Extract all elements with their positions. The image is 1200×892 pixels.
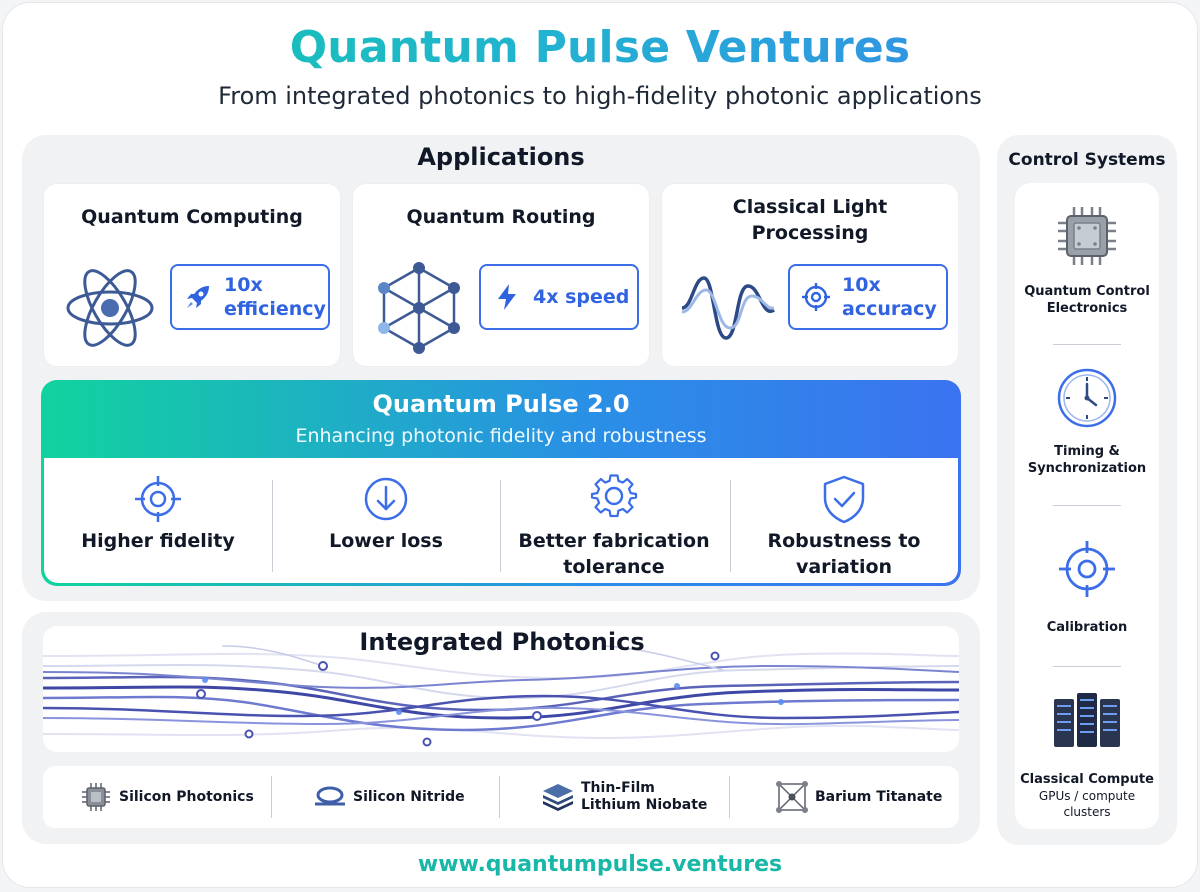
divider: [272, 480, 273, 572]
crosshair-icon: [1059, 541, 1115, 597]
clock-icon: [1057, 368, 1117, 428]
footer-url[interactable]: www.quantumpulse.ventures: [417, 852, 783, 877]
processor-chip-icon: [1058, 207, 1116, 265]
quantum-pulse-title: Quantum Pulse 2.0: [372, 390, 630, 418]
feature-robustness: Robustness to variation: [730, 458, 958, 583]
arrow-down-circle-icon: [364, 477, 408, 521]
chip-icon: [82, 783, 110, 811]
crosshair-icon: [802, 283, 830, 311]
crystal-lattice-icon: [776, 781, 808, 813]
app-card-title: Quantum Computing: [81, 206, 303, 228]
waveguide-illustration: [43, 626, 959, 752]
atom-icon: [66, 269, 154, 347]
feature-label: Higher fidelity: [81, 530, 235, 552]
feature-fabrication-tolerance: Better fabrication tolerance: [500, 458, 728, 583]
divider: [1053, 344, 1121, 345]
waveguide-lines: [43, 645, 959, 747]
control-item-classical-compute: Classical Compute GPUs / compute cluster…: [1015, 693, 1159, 820]
network-graph-icon: [378, 262, 460, 354]
divider: [499, 776, 500, 818]
app-card-title: Quantum Routing: [406, 206, 596, 228]
server-rack-icon: [1054, 693, 1120, 747]
metric-value: 4x speed: [533, 286, 630, 308]
control-systems-title: Control Systems: [1008, 150, 1166, 170]
shield-check-icon: [823, 475, 865, 524]
feature-lower-loss: Lower loss: [272, 458, 500, 583]
feature-label: Better fabrication tolerance: [518, 530, 710, 578]
app-card-quantum-computing: Quantum Computing 10x efficiency: [43, 183, 341, 367]
materials-bar: Silicon Photonics Silicon Nitride Thin-F…: [43, 766, 959, 828]
quantum-pulse-box: Quantum Pulse 2.0 Enhancing photonic fid…: [41, 380, 961, 586]
ring-resonator-icon: [315, 786, 345, 806]
metric-label: efficiency: [224, 298, 326, 320]
divider: [1053, 505, 1121, 506]
speed-metric-badge: 4x speed: [479, 264, 639, 330]
metric-value: 10x: [842, 274, 881, 296]
control-systems-panel: Control Systems Quantum Control Electron…: [997, 135, 1177, 845]
material-silicon-photonics: Silicon Photonics: [79, 766, 254, 828]
lightning-icon: [498, 284, 516, 310]
rocket-icon: [187, 286, 209, 308]
app-card-quantum-routing: Quantum Routing 4x speed: [352, 183, 650, 367]
material-silicon-nitride: Silicon Nitride: [313, 766, 465, 828]
applications-title: Applications: [417, 143, 585, 171]
metric-label: accuracy: [842, 298, 937, 320]
material-barium-titanate: Barium Titanate: [775, 766, 942, 828]
divider: [271, 776, 272, 818]
accuracy-metric-badge: 10x accuracy: [788, 264, 948, 330]
feature-label: Robustness to variation: [767, 530, 921, 578]
efficiency-metric-badge: 10x efficiency: [170, 264, 330, 330]
metric-value: 10x: [224, 274, 263, 296]
crosshair-icon: [135, 476, 181, 522]
feature-label: Lower loss: [329, 530, 443, 552]
divider: [500, 480, 501, 572]
divider: [730, 480, 731, 572]
control-systems-list: Quantum Control Electronics Timing & Syn…: [1015, 183, 1159, 829]
layer-stack-icon: [543, 784, 573, 811]
divider: [729, 776, 730, 818]
gear-icon: [590, 474, 638, 518]
integrated-photonics-title: Integrated Photonics: [359, 628, 645, 656]
page-title: Quantum Pulse Ventures: [0, 22, 1200, 73]
app-card-title: Classical Light Processing: [732, 196, 888, 244]
divider: [1053, 666, 1121, 667]
material-thin-film-lithium-niobate: Thin-Film Lithium Niobate: [541, 766, 707, 828]
quantum-pulse-subtitle: Enhancing photonic fidelity and robustne…: [295, 425, 707, 447]
control-item-calibration: Calibration: [1015, 539, 1159, 636]
feature-row: Higher fidelity Lower loss: [44, 458, 958, 583]
wave-icon: [681, 276, 775, 340]
control-item-timing: Timing & Synchronization: [1015, 367, 1159, 477]
app-card-classical-light-processing: Classical Light Processing 10x accuracy: [661, 183, 959, 367]
feature-higher-fidelity: Higher fidelity: [44, 458, 272, 583]
page-subtitle: From integrated photonics to high-fideli…: [218, 82, 982, 110]
control-item-quantum-electronics: Quantum Control Electronics: [1015, 203, 1159, 317]
